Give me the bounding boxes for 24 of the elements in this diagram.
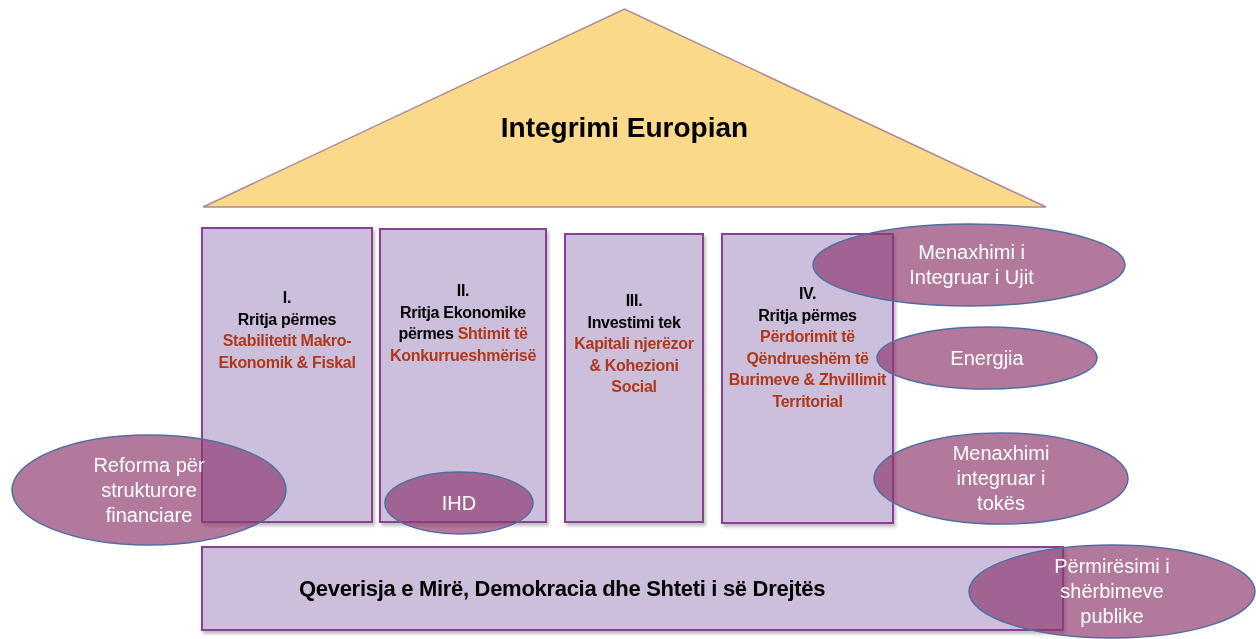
roof-triangle xyxy=(203,8,1046,208)
pillar-text: Rritja përmes Përdorimit të Qëndrueshëm të Burimeve & Zhvillimit Territorial xyxy=(727,305,888,412)
priority-ellipse xyxy=(11,434,287,546)
priority-label: Reforma për strukturore financiare xyxy=(92,452,206,528)
pillar-text: Rritja përmes Stabilitetit Makro-Ekonomik & Fiskal xyxy=(217,309,357,373)
pillar-box xyxy=(721,233,894,524)
priority-label: IHD xyxy=(441,490,477,516)
pillar-number: I. xyxy=(282,288,292,308)
roof-title: Integrimi Europian xyxy=(500,112,749,144)
pillar-number: II. xyxy=(456,281,470,301)
priority-label: Menaxhimi i Integruar i Ujit xyxy=(908,240,1035,290)
priority-label: Energjia xyxy=(950,345,1024,371)
pillar-box xyxy=(379,228,547,523)
pillar-number: IV. xyxy=(798,284,817,304)
foundation-label: Qeverisja e Mirë, Demokracia dhe Shteti i së Drejtës xyxy=(299,574,826,603)
priority-label: Përmirësimi i shërbimeve publike xyxy=(1053,554,1171,629)
priority-ellipse xyxy=(873,432,1129,525)
pillar-text: Investimi tek Kapitali njerëzor & Kohezioni Social xyxy=(573,312,695,398)
priority-ellipse xyxy=(384,471,534,535)
priority-label: Menaxhimi integruar i tokës xyxy=(951,441,1051,516)
pillar-box xyxy=(564,233,704,523)
pillar-text: Rritja Ekonomike përmes Shtimit të Konkurrueshmërisë xyxy=(388,302,538,366)
priority-ellipse xyxy=(968,544,1256,639)
pillar-number: III. xyxy=(625,291,643,311)
